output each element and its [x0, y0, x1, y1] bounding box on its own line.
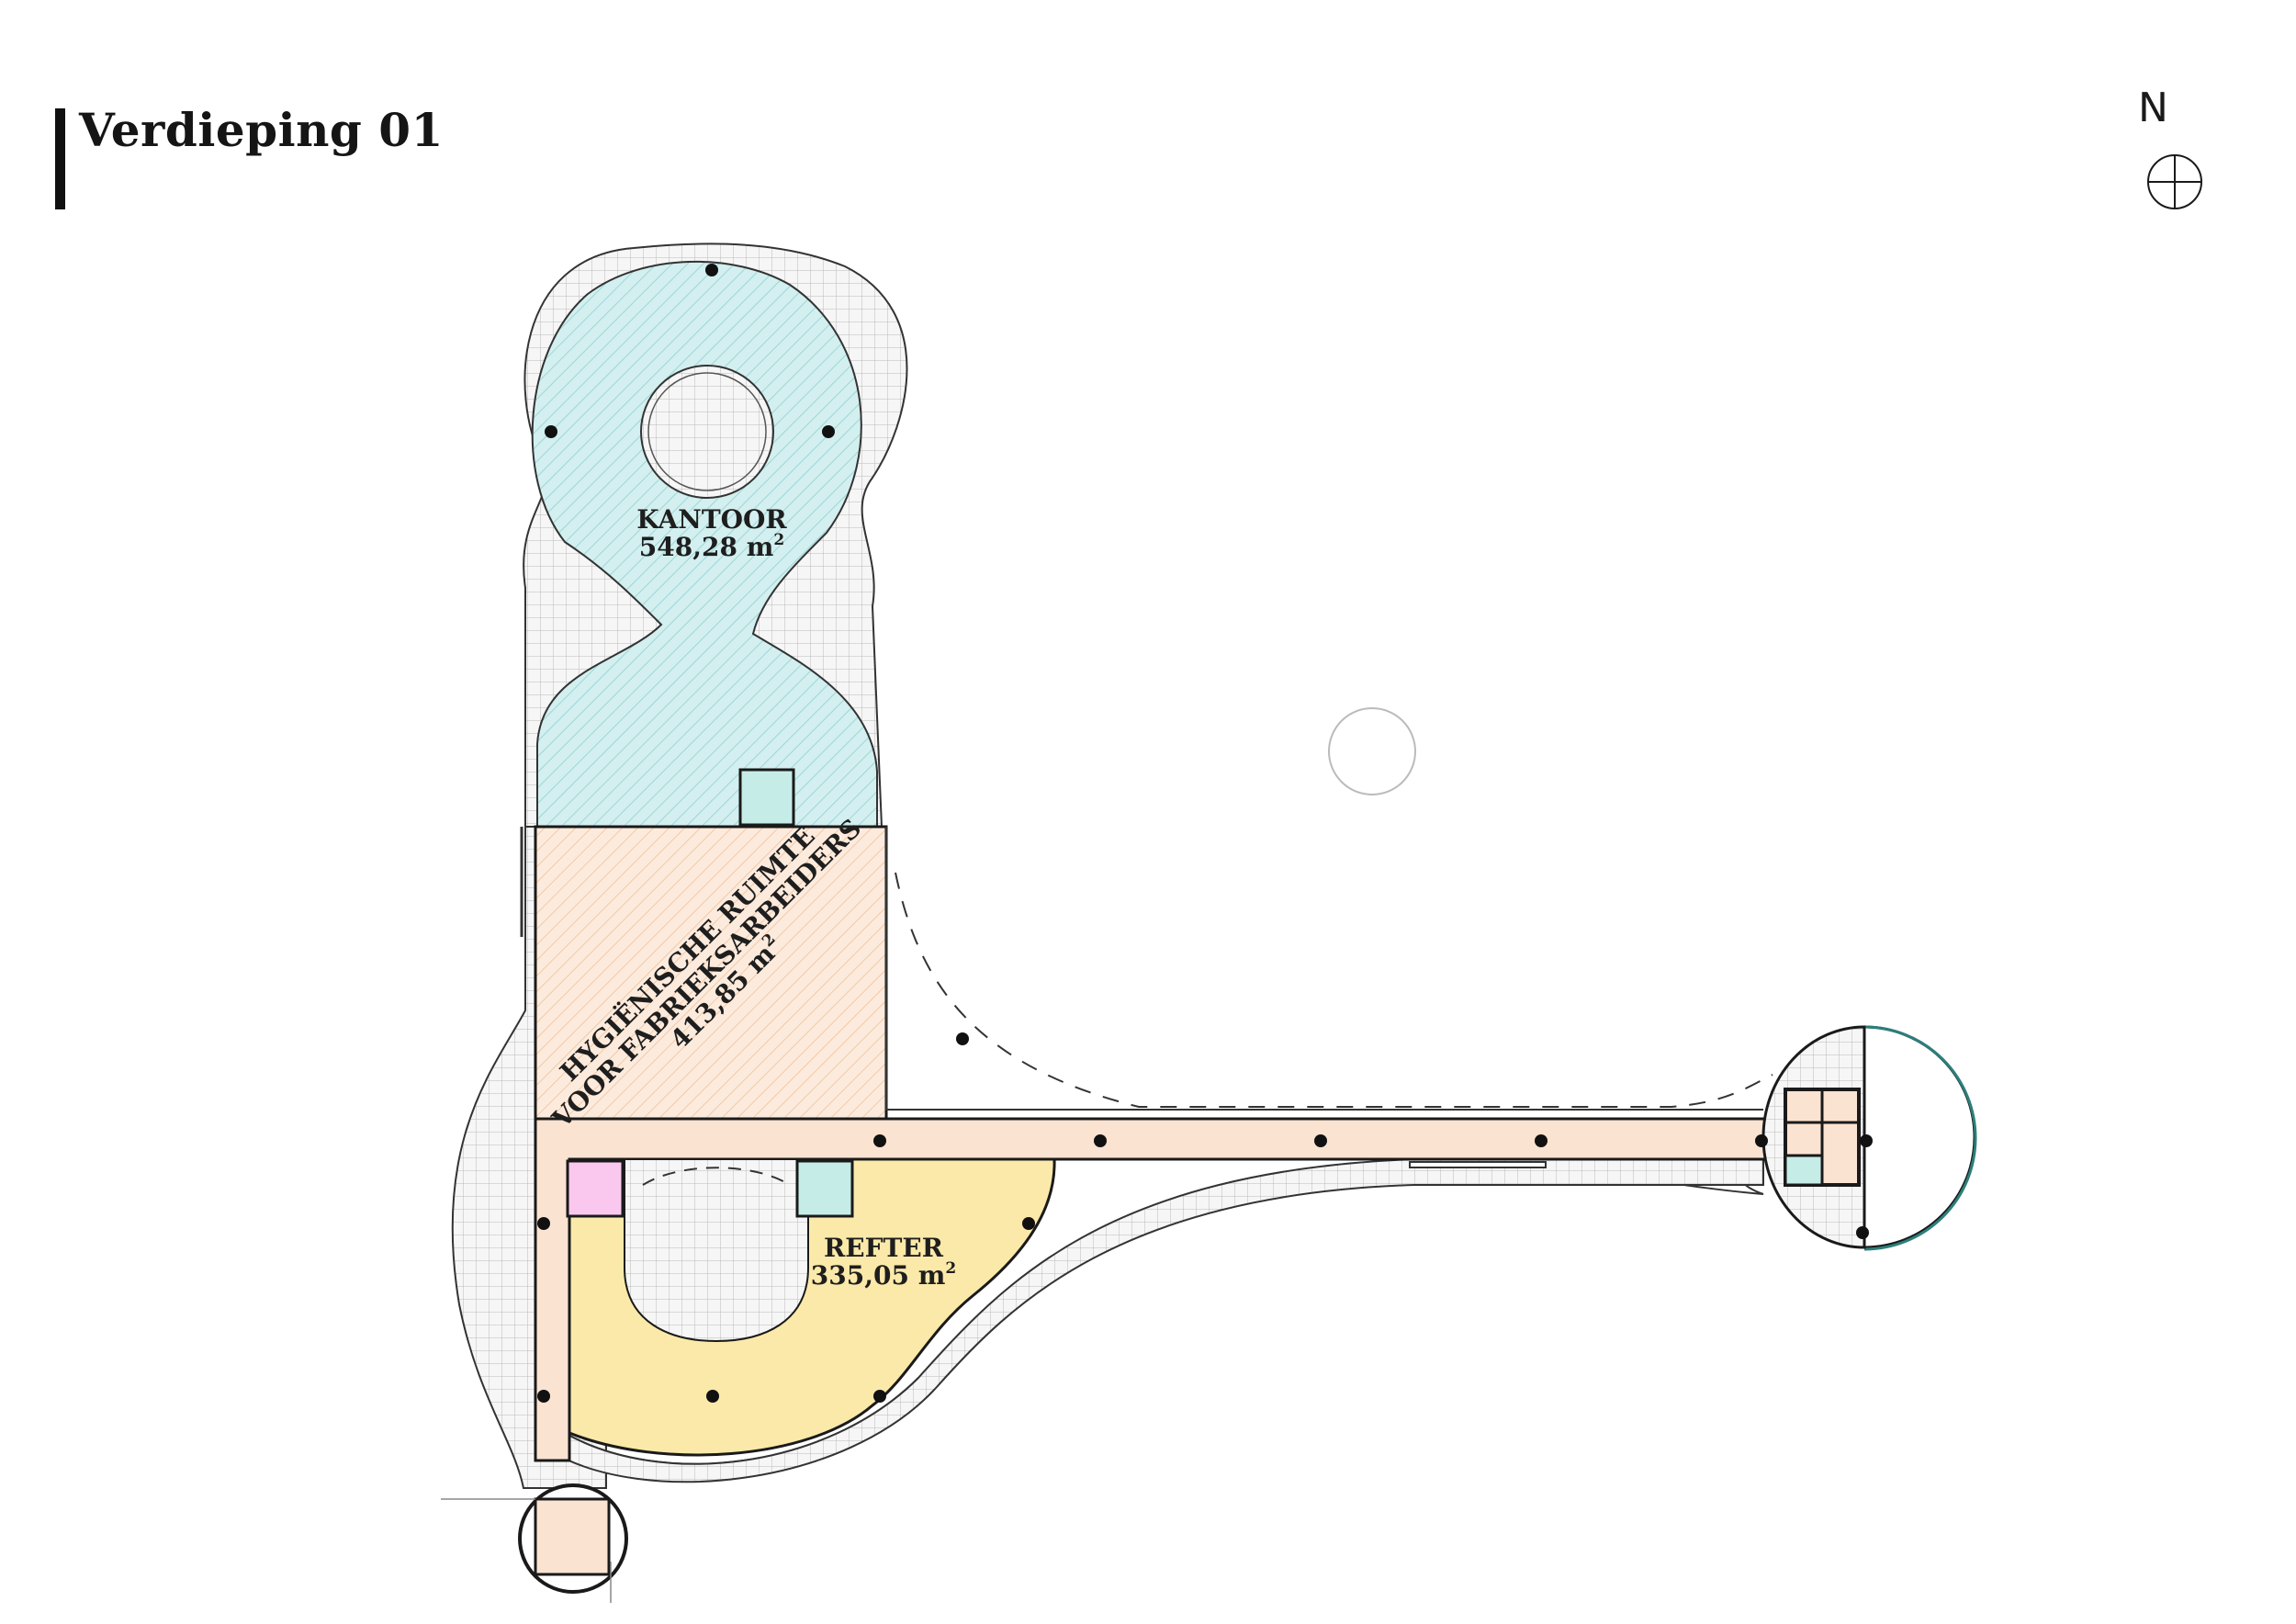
- kantoor-atrium: [640, 365, 774, 499]
- kantoor-label: KANTOOR: [636, 504, 787, 535]
- kantoor-area: 548,28 m2: [639, 531, 784, 562]
- courtyard-tree: [1328, 707, 1416, 795]
- refter-cyan-block: [795, 1159, 854, 1218]
- dashed-canopy-curve: [895, 872, 1773, 1108]
- east-connector-glazing: [1409, 1161, 1547, 1168]
- columns: [537, 264, 1873, 1403]
- east-tower-half: [1863, 1025, 1976, 1249]
- refter-area: 335,05 m2: [811, 1259, 956, 1291]
- east-tower-glazing: [1863, 1025, 1977, 1251]
- refter-magenta-block: [566, 1159, 625, 1218]
- kantoor-room: [531, 260, 878, 828]
- east-tower-lift: [1784, 1154, 1824, 1187]
- kantoor-stair-block: [738, 768, 795, 827]
- page-title: Verdieping 01: [79, 103, 444, 157]
- kantoor-atrium-ring: [647, 372, 767, 491]
- refter-label: REFTER: [824, 1233, 944, 1263]
- east-arm-outline: [885, 827, 1763, 1111]
- sw-tower-core: [534, 1497, 611, 1576]
- refter-courtyard: [624, 1158, 809, 1343]
- hygiene-room: [534, 825, 888, 1121]
- north-arrow-icon: [2147, 154, 2202, 209]
- grid-floor-refter-band: [549, 1158, 1764, 1483]
- north-label: N: [2138, 85, 2168, 131]
- refter-courtyard-dashes: [642, 1167, 791, 1186]
- title-accent-bar: [55, 108, 65, 209]
